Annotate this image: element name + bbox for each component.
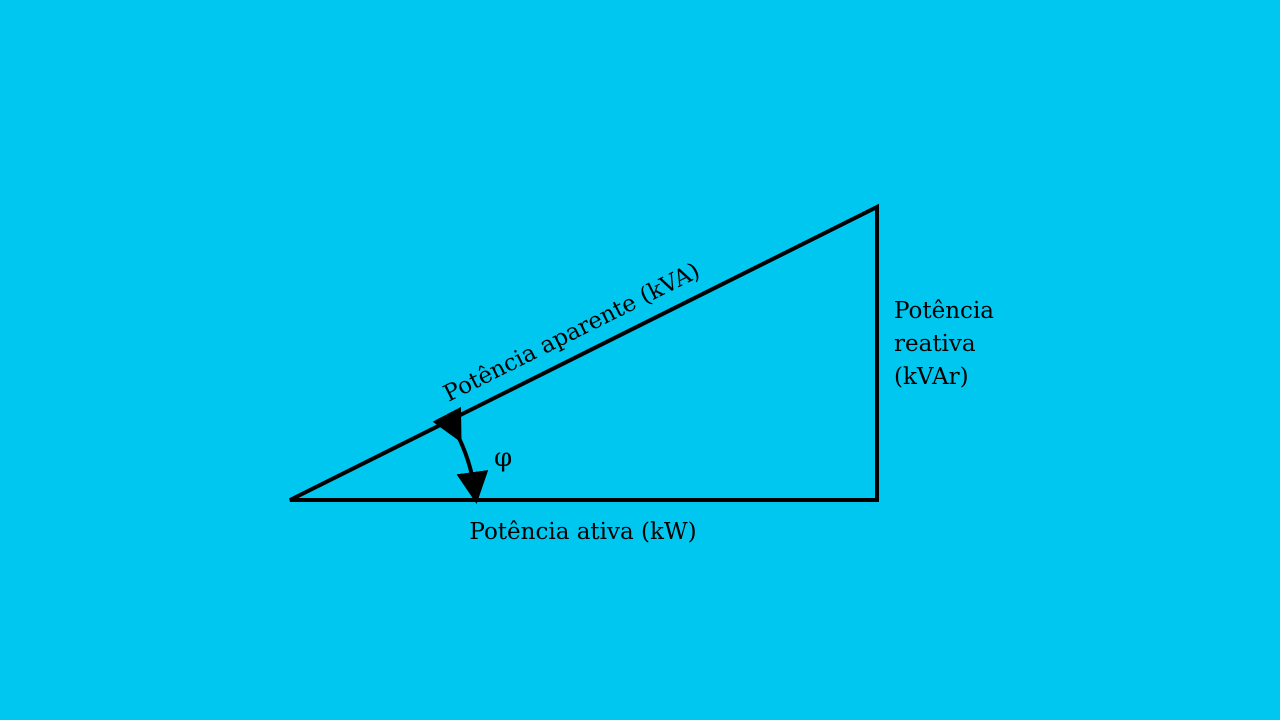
- vertical-label-line-2: reativa: [894, 331, 976, 357]
- vertical-label-line-1: Potência: [894, 298, 994, 324]
- angle-arc-arrow: [432, 406, 489, 504]
- power-triangle: [289, 203, 879, 502]
- base-label: Potência ativa (kW): [469, 519, 696, 545]
- angle-label: φ: [494, 443, 512, 473]
- hypotenuse-label: Potência aparente (kVA): [440, 258, 705, 407]
- vertical-label-line-3: (kVAr): [894, 364, 969, 390]
